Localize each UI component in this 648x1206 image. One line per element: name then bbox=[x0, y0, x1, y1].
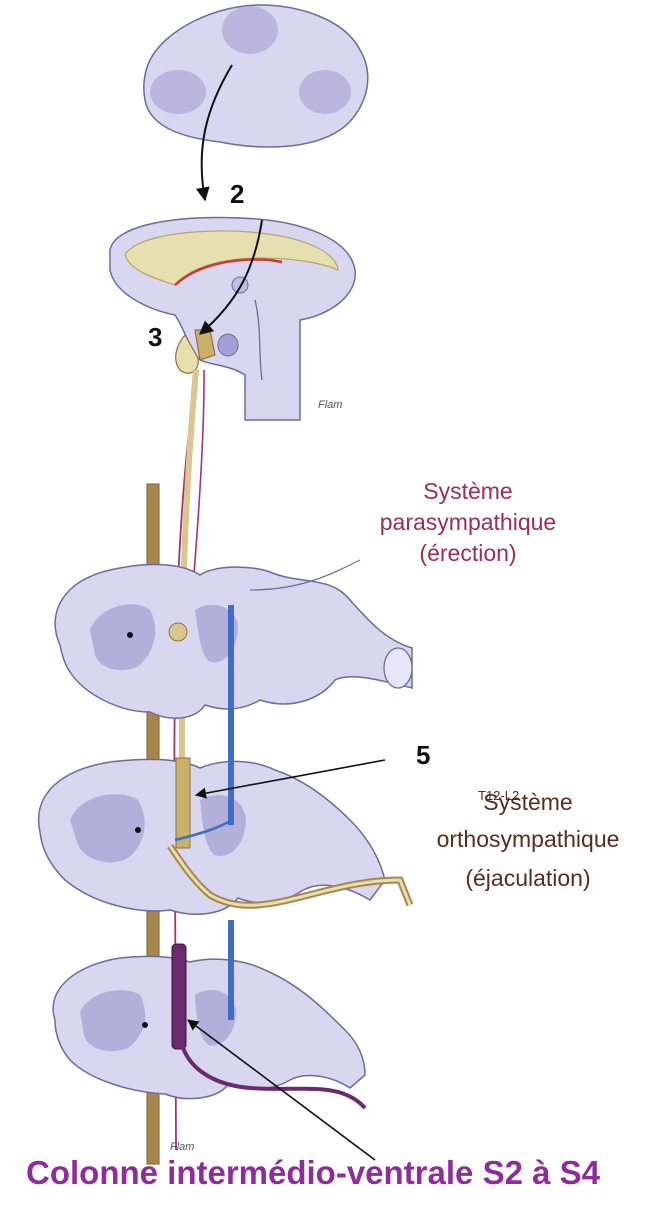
brain-cortex bbox=[144, 5, 368, 147]
number-label-2: 2 bbox=[230, 179, 244, 209]
number-label-5: 5 bbox=[416, 740, 430, 770]
orthosympathetic-label: T12-L2 Système orthosympathique (éjacula… bbox=[437, 788, 620, 891]
parasym-line1: Système bbox=[423, 478, 512, 504]
ortho-line1: Système bbox=[483, 789, 572, 815]
parasym-line3: (érection) bbox=[419, 540, 516, 566]
caption: Colonne intermédio-ventrale S2 à S4 bbox=[26, 1154, 601, 1191]
intermediolateral-column bbox=[172, 944, 186, 1049]
blue-nerve-middle bbox=[228, 725, 234, 825]
tan-tract-middle bbox=[176, 758, 190, 848]
signature-top: Flam bbox=[318, 399, 342, 411]
brain-sagittal-section bbox=[110, 217, 355, 420]
parasympathetic-label: Système parasympathique (érection) bbox=[380, 478, 556, 566]
ortho-line2: orthosympathique bbox=[437, 826, 620, 852]
number-label-3: 3 bbox=[148, 322, 162, 352]
signature-bottom: Flam bbox=[170, 1141, 194, 1153]
blue-nerve-lower bbox=[228, 920, 234, 1020]
parasym-line2: parasympathique bbox=[380, 509, 556, 535]
blue-nerve-upper bbox=[228, 605, 234, 725]
ortho-line3: (éjaculation) bbox=[465, 865, 590, 891]
